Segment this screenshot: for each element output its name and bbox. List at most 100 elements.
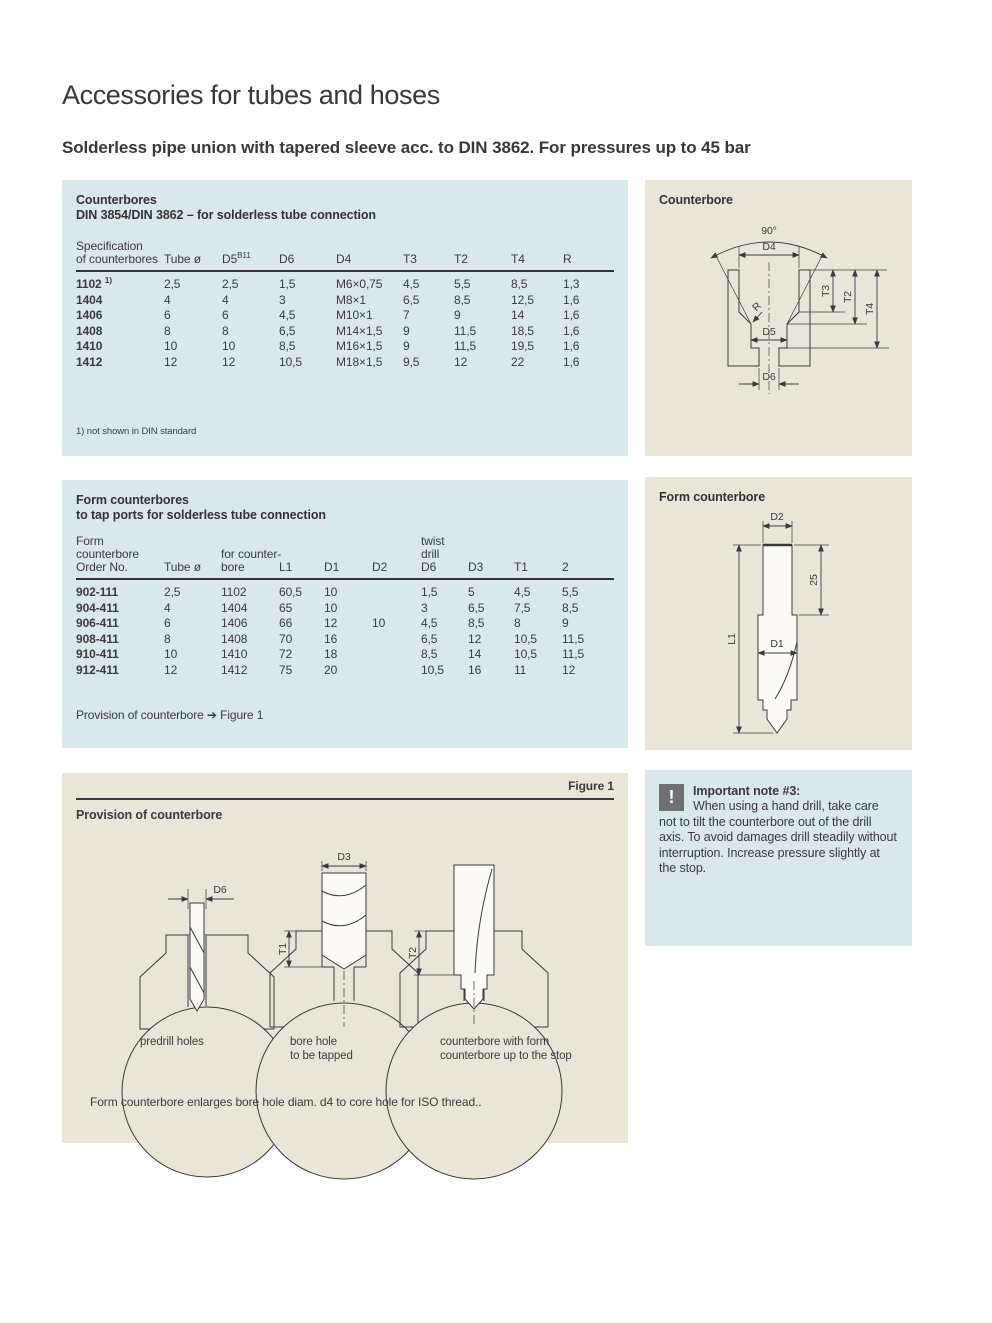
counterbores-heading: Counterbores DIN 3854/DIN 3862 – for sol…	[76, 193, 614, 222]
table-cell: 70	[279, 631, 293, 646]
table-rule	[76, 578, 614, 580]
table-cell: 2,5	[164, 585, 181, 599]
dim-label-d2: D2	[770, 511, 783, 523]
column-header: T4	[511, 252, 525, 266]
table-cell: 6	[222, 308, 229, 322]
counterbore-diagram-panel: Counterbore 90° D4	[645, 180, 912, 456]
column-header: T1	[514, 560, 528, 574]
table-cell: 1,5	[421, 585, 438, 599]
table-cell: 16	[468, 662, 482, 677]
table-cell: 4	[164, 600, 171, 615]
table-cell: 7,5	[514, 600, 531, 615]
figure-title: Provision of counterbore	[76, 808, 223, 822]
table-cell: 6	[164, 616, 171, 630]
caption-line: bore hole	[290, 1036, 338, 1048]
table-cell: 9,5	[403, 354, 420, 369]
table-cell: 1102	[221, 585, 247, 599]
table-cell: 1412	[76, 354, 103, 369]
important-note-body: When using a hand drill, take care not t…	[659, 799, 897, 875]
table-cell: 9	[562, 616, 569, 630]
table-cell: 1408	[76, 323, 103, 338]
table-cell: 5	[468, 585, 475, 599]
table-cell: 908-411	[76, 631, 119, 646]
table-cell: 7	[403, 308, 410, 322]
counterbore-diagram: 90° D4 T3 T2 T4 R D5	[710, 225, 889, 394]
table-cell: 904-411	[76, 600, 119, 615]
table-cell: 5,5	[562, 585, 579, 599]
column-header: D3	[468, 560, 484, 574]
table-cell: M18×1,5	[336, 354, 383, 369]
table-cell: 14	[468, 647, 482, 661]
form-counterbores-heading-line1: Form counterbores	[76, 493, 189, 507]
table-cell: 16	[324, 631, 338, 646]
table-cell: 2,5	[164, 277, 181, 291]
counterbore-diagram-title: Counterbore	[659, 193, 733, 207]
column-header: T2	[454, 252, 468, 266]
table-cell: 12	[164, 354, 178, 369]
table-cell: 1412	[221, 662, 248, 677]
dim-label-d4: D4	[762, 241, 775, 253]
dim-label-d6: D6	[762, 371, 775, 383]
table-cell: 11,5	[562, 647, 585, 661]
form-counterbore-diagram: D2 25 L1 D1	[726, 511, 829, 734]
column-header: D6	[279, 252, 295, 266]
table-cell: 4	[164, 292, 171, 307]
table-cell: 1,6	[563, 292, 580, 307]
important-note-title: Important note #3:	[693, 784, 801, 798]
table-cell: 910-411	[76, 647, 119, 661]
table-cell: 11	[514, 662, 527, 677]
caption-line: counterbore up to the stop	[440, 1050, 572, 1062]
counterbores-heading-line1: Counterbores	[76, 193, 157, 207]
caption-bore-hole: bore hole to be tapped	[290, 1035, 353, 1063]
table-cell: 1406	[76, 308, 103, 322]
table-cell: 18,5	[511, 323, 534, 338]
dim-label-angle: 90°	[761, 225, 777, 237]
caption-line: predrill holes	[140, 1036, 204, 1048]
table-cell: 1102 1)	[76, 276, 112, 292]
table-cell: 66	[279, 616, 293, 630]
table-cell: 1408	[221, 631, 248, 646]
column-header: R	[563, 252, 572, 266]
table-cell: 75	[279, 662, 293, 677]
table-cell: 3	[279, 292, 286, 307]
table-cell: 8,5	[562, 600, 579, 615]
table-cell: 10	[222, 339, 236, 353]
table-cell: 18	[324, 647, 338, 661]
dim-label-d6: D6	[213, 884, 226, 896]
table-cell: 12	[562, 662, 576, 677]
figure1-panel: Figure 1 Provision of counterbore	[62, 773, 628, 1180]
table-cell: 912-411	[76, 662, 119, 677]
table-cell	[372, 663, 421, 679]
predrill-illustration: D6	[121, 884, 293, 1178]
column-header: D1	[324, 560, 340, 574]
table-cell: 1,6	[563, 339, 580, 353]
caption-line: to be tapped	[290, 1050, 353, 1062]
table-cell: 6,5	[403, 292, 420, 307]
table-cell: 6,5	[468, 600, 485, 615]
table-cell: 20	[324, 662, 338, 677]
table-cell: 9	[403, 323, 410, 338]
table-cell: 8,5	[468, 616, 485, 630]
table-cell: 12	[222, 354, 236, 369]
table-cell: 10	[164, 647, 178, 661]
table-cell: 9	[454, 308, 461, 322]
table-cell: 6,5	[279, 323, 296, 338]
table-cell: 1,3	[563, 277, 580, 291]
dim-label-t3: T3	[820, 285, 832, 297]
table-cell: 12	[468, 631, 482, 646]
table-cell: 5,5	[454, 277, 471, 291]
table-cell: 22	[511, 354, 525, 369]
table-cell: 2,5	[222, 277, 239, 291]
column-header: T3	[403, 252, 417, 266]
table-cell: 8,5	[421, 647, 438, 661]
